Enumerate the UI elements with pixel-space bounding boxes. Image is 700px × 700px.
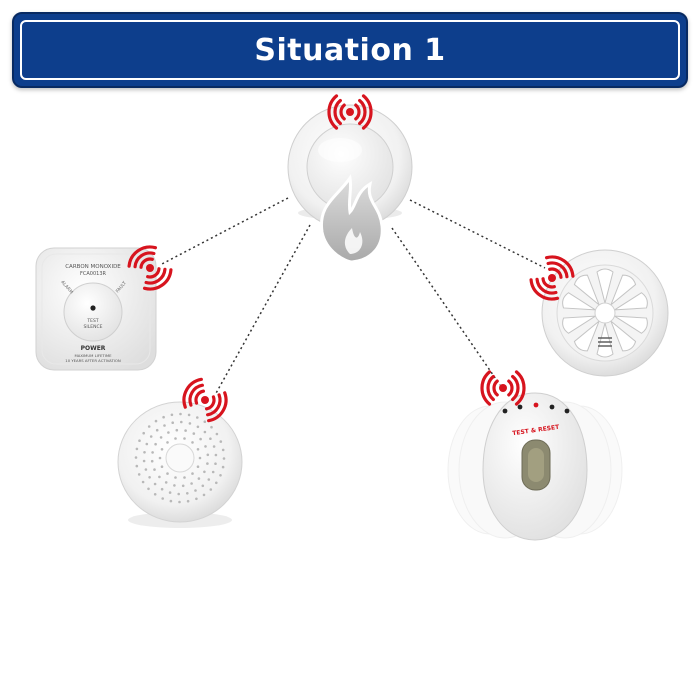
base-unit[interactable]: TEST & RESET xyxy=(447,392,623,541)
signal-icon-co xyxy=(127,245,173,291)
co-button-line2: SILENCE xyxy=(84,324,103,330)
co-button-line1: TEST xyxy=(86,318,98,324)
co-brand-line2: FCA0013R xyxy=(80,271,107,277)
indicator-leds xyxy=(502,402,570,414)
page-title: Situation 1 xyxy=(254,32,446,68)
co-brand-line1: CARBON MONOXIDE xyxy=(65,264,121,270)
co-footer-line2: 10 YEARS AFTER ACTIVATION xyxy=(65,358,121,363)
title-banner-frame: Situation 1 xyxy=(20,20,680,80)
signal-icon-heat xyxy=(529,255,575,301)
sensor-dot xyxy=(90,305,96,311)
link-lines xyxy=(159,197,546,396)
co-power-label: POWER xyxy=(81,345,106,352)
signal-icon-round xyxy=(182,377,228,423)
co-alarm[interactable]: CARBON MONOXIDE FCA0013R ALARM FAULT TES… xyxy=(35,247,157,371)
heat-alarm[interactable] xyxy=(541,249,669,377)
fire-icon xyxy=(319,174,384,264)
heat-vents xyxy=(562,268,648,358)
link-line-co xyxy=(159,197,289,266)
signal-icon-smoke xyxy=(327,94,373,130)
test-reset-button[interactable] xyxy=(521,439,551,491)
round-alarm[interactable] xyxy=(117,401,243,528)
speaker-grille xyxy=(134,412,226,504)
link-line-round xyxy=(214,224,311,396)
smoke-alarm[interactable] xyxy=(287,104,413,264)
heat-slots xyxy=(598,337,612,347)
title-banner: Situation 1 xyxy=(12,12,688,88)
link-line-base xyxy=(391,227,501,386)
signal-waves xyxy=(127,94,575,423)
link-line-heat xyxy=(409,199,546,269)
co-footer-line1: MAXIMUM LIFETIME xyxy=(74,353,112,358)
signal-icon-base xyxy=(480,370,526,406)
